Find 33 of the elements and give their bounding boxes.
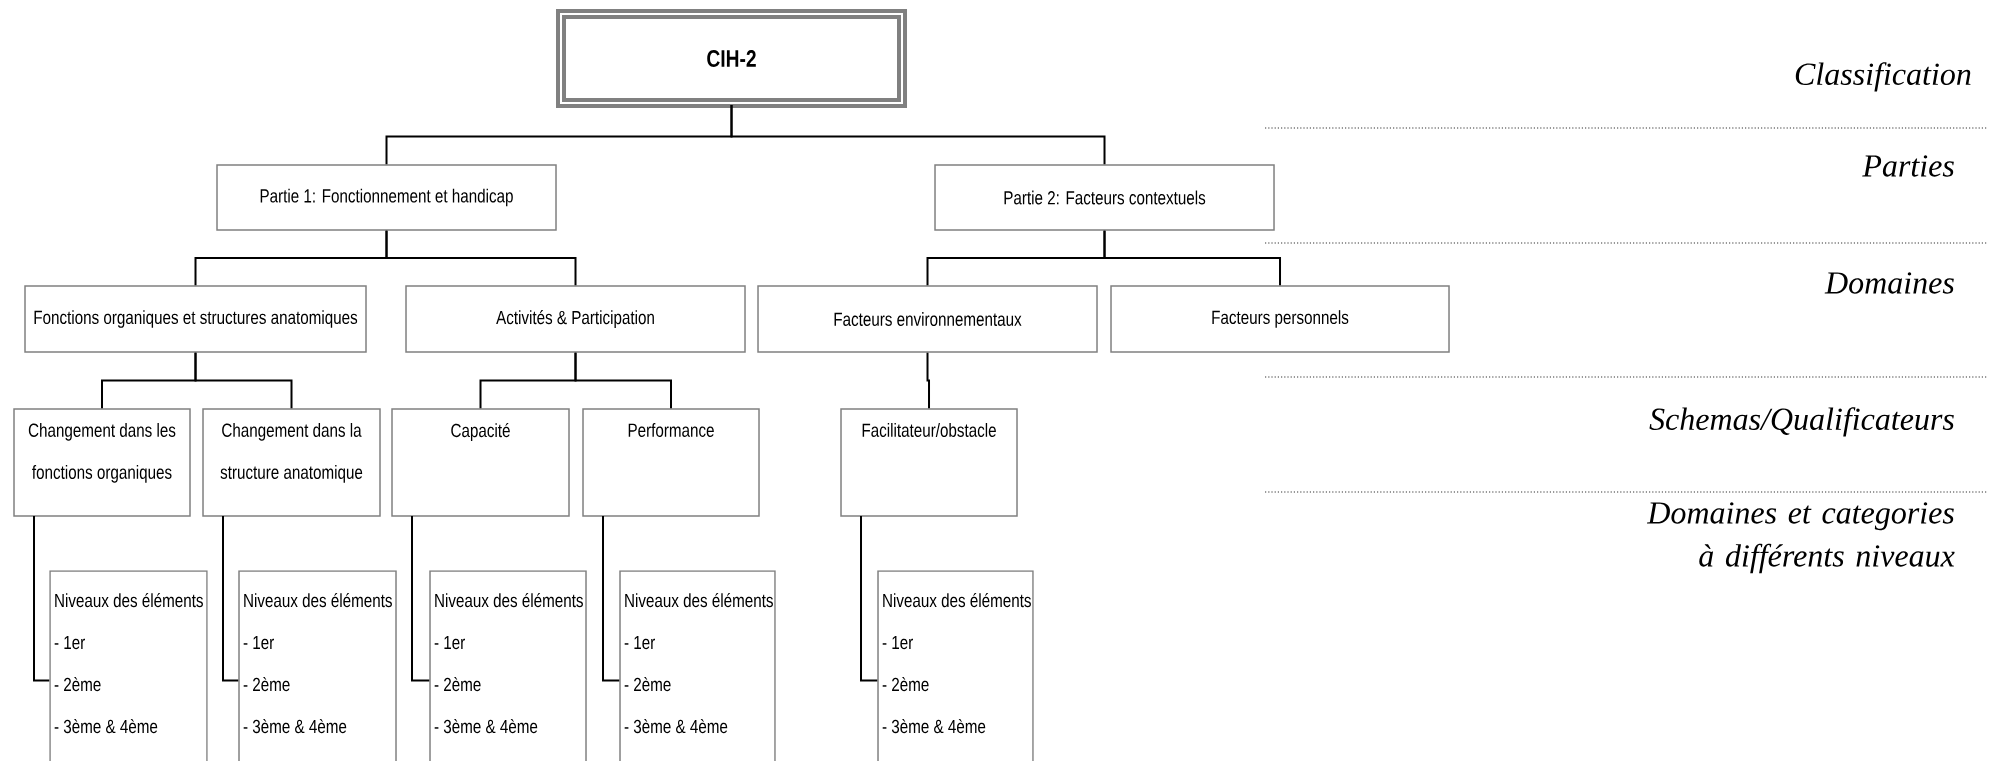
qualifier-box: Changement dans la structure anatomique <box>202 408 381 517</box>
connector <box>860 515 879 682</box>
qualifier-box: Performance <box>582 408 760 517</box>
title-box: CIH-2 <box>556 9 907 108</box>
connector <box>33 515 51 682</box>
level-label: Parties <box>1862 155 1954 177</box>
category-box: Activités & Participation <box>405 285 746 353</box>
category-box: Partie 1: Fonctionnement et handicap <box>216 164 557 231</box>
connector <box>222 515 240 682</box>
level-list-box: Niveaux des éléments - 1er - 2ème - 3ème & 4ème <box>429 570 587 761</box>
level-list-box: Niveaux des éléments - 1er - 2ème - 3ème & 4ème <box>619 570 776 761</box>
level-label: Domaines <box>1824 272 1954 294</box>
connector <box>730 104 1106 166</box>
category-box: Facteurs environnementaux <box>757 285 1098 353</box>
level-list-box: Niveaux des éléments - 1er - 2ème - 3ème & 4ème <box>49 570 208 761</box>
level-label: Schemas/Qualificateurs <box>1649 407 1954 437</box>
qualifier-box: Capacité <box>391 408 570 517</box>
connector <box>574 351 672 410</box>
category-box: Fonctions organiques et structures anatomiques <box>24 285 367 353</box>
level-list-box: Niveaux des éléments - 1er - 2ème - 3ème & 4ème <box>877 570 1034 761</box>
connector <box>926 351 930 410</box>
qualifier-box: Facilitateur/obstacle <box>840 408 1018 517</box>
category-box: Facteurs personnels <box>1110 285 1450 353</box>
connector <box>194 351 293 410</box>
level-label: Domaines et categories à différents niveaux <box>1646 502 1955 574</box>
connector <box>602 515 621 682</box>
connector <box>385 229 577 287</box>
connector <box>1103 229 1281 287</box>
category-box: Partie 2: Facteurs contextuels <box>934 164 1275 231</box>
level-list-box: Niveaux des éléments - 1er - 2ème - 3ème & 4ème <box>238 570 397 761</box>
level-label: Classification <box>1795 62 1971 92</box>
qualifier-box: Changement dans les fonctions organiques <box>13 408 191 517</box>
connector <box>411 515 431 682</box>
